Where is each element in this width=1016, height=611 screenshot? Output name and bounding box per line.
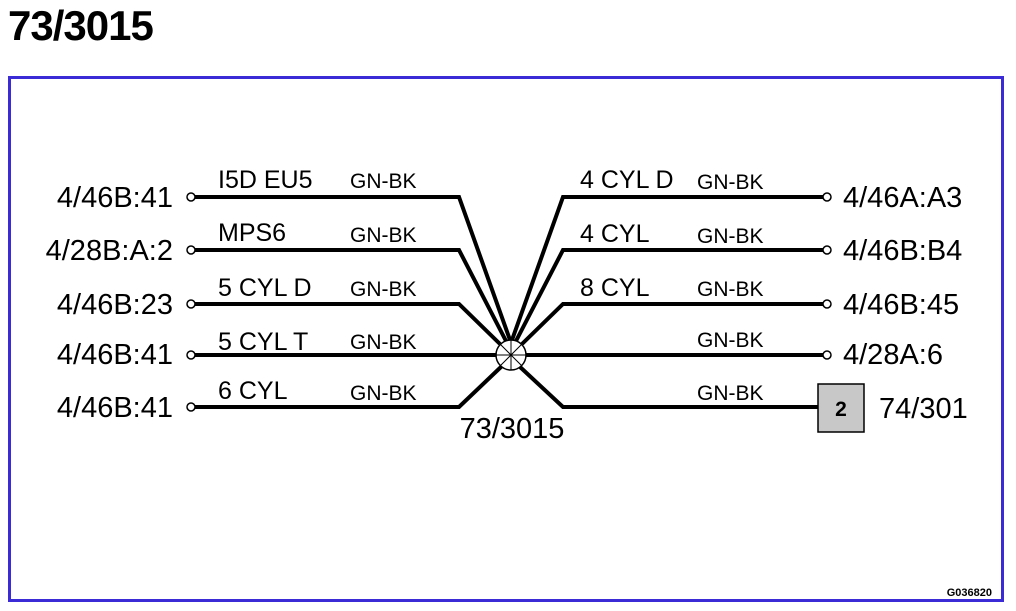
diagram-frame xyxy=(8,76,1004,602)
right-wire: 2 74/301 GN-BK xyxy=(517,364,968,433)
right-wire: 4/46B:45 8 CYL GN-BK xyxy=(520,274,959,346)
function-label: 5 CYL T xyxy=(218,328,308,356)
wire-color-label: GN-BK xyxy=(697,382,764,405)
wire-color-label: GN-BK xyxy=(350,331,417,354)
left-wire: 4/46B:23 5 CYL D GN-BK xyxy=(57,274,502,346)
right-wire: 4/46A:A3 4 CYL D GN-BK xyxy=(510,166,962,341)
wire-line xyxy=(514,248,823,342)
wire-line xyxy=(195,195,512,341)
right-wire-group: 4/46A:A3 4 CYL D GN-BK 4/46B:B4 4 CYL GN… xyxy=(510,166,968,433)
pin-box xyxy=(817,383,865,433)
function-label: 8 CYL xyxy=(580,274,650,302)
left-wire-group: 4/46B:41 I5D EU5 GN-BK 4/28B:A:2 MPS6 GN… xyxy=(46,166,512,424)
wire-line xyxy=(195,248,508,342)
terminal-icon xyxy=(822,245,832,255)
function-label: 5 CYL D xyxy=(218,274,312,302)
connector-label: 4/46B:45 xyxy=(843,289,959,321)
connector-label: 4/28A:6 xyxy=(843,339,943,371)
page-title: 73/3015 xyxy=(8,2,154,49)
wire-line xyxy=(517,364,818,409)
right-wire: 4/28A:6 GN-BK xyxy=(526,329,943,371)
function-label: 4 CYL xyxy=(580,220,650,248)
wire-color-label: GN-BK xyxy=(350,224,417,247)
left-wire: 4/46B:41 I5D EU5 GN-BK xyxy=(57,166,512,341)
right-wire: 4/46B:B4 4 CYL GN-BK xyxy=(514,220,962,342)
wire-color-label: GN-BK xyxy=(697,329,764,352)
connector-label: 4/46B:23 xyxy=(57,289,173,321)
terminal-icon xyxy=(822,192,832,202)
connector-label: 4/46B:41 xyxy=(57,182,173,214)
function-label: 6 CYL xyxy=(218,377,288,405)
pin-number: 2 xyxy=(835,398,847,421)
wire-line xyxy=(510,195,823,341)
wire-color-label: GN-BK xyxy=(697,225,764,248)
function-label: 4 CYL D xyxy=(580,166,674,194)
left-wire: 4/28B:A:2 MPS6 GN-BK xyxy=(46,219,508,342)
wire-line xyxy=(195,364,504,409)
splice-label: 73/3015 xyxy=(460,413,565,445)
connector-label: 4/28B:A:2 xyxy=(46,235,173,267)
figure-id: G036820 xyxy=(947,587,992,599)
connector-label: 74/301 xyxy=(879,393,968,425)
terminal-icon xyxy=(186,192,196,202)
terminal-icon xyxy=(822,299,832,309)
function-label: MPS6 xyxy=(218,219,286,247)
connector-label: 4/46B:B4 xyxy=(843,235,962,267)
connector-label: 4/46A:A3 xyxy=(843,182,962,214)
terminal-icon xyxy=(186,299,196,309)
splice-icon xyxy=(495,339,527,371)
terminal-icon xyxy=(186,402,196,412)
wire-line xyxy=(195,302,502,346)
wire-color-label: GN-BK xyxy=(350,278,417,301)
connector-label: 4/46B:41 xyxy=(57,392,173,424)
terminal-icon xyxy=(186,350,196,360)
wire-line xyxy=(520,302,823,346)
left-wire: 4/46B:41 6 CYL GN-BK xyxy=(57,364,504,424)
wire-color-label: GN-BK xyxy=(697,171,764,194)
left-wire: 4/46B:41 5 CYL T GN-BK xyxy=(57,328,496,371)
terminal-icon xyxy=(186,245,196,255)
wire-color-label: GN-BK xyxy=(697,278,764,301)
wire-color-label: GN-BK xyxy=(350,382,417,405)
connector-label: 4/46B:41 xyxy=(57,339,173,371)
terminal-icon xyxy=(822,350,832,360)
wire-color-label: GN-BK xyxy=(350,170,417,193)
function-label: I5D EU5 xyxy=(218,166,312,194)
